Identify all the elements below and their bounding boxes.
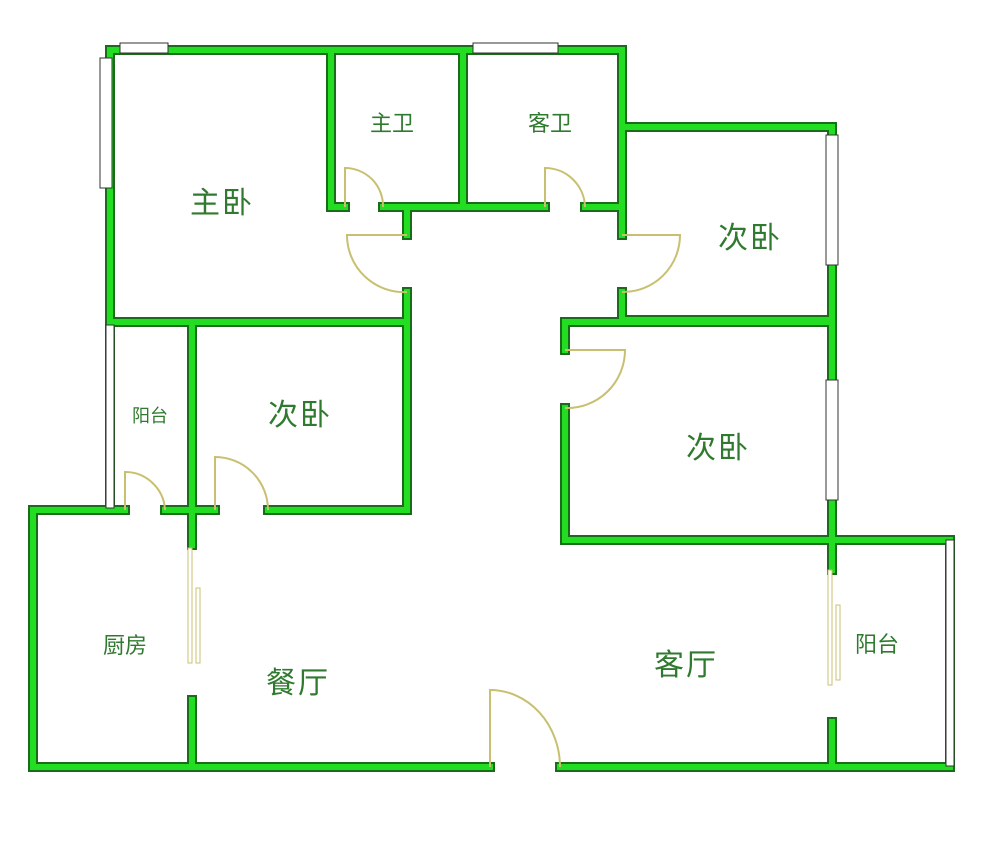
room-master-bath: 主卫: [369, 112, 415, 137]
door-swing: [621, 234, 682, 294]
room-balcony-e: 阳台: [854, 633, 900, 658]
room-guest-bath: 客卫: [527, 112, 573, 137]
sliding-door: [827, 569, 833, 686]
window: [825, 379, 839, 501]
door-swing: [344, 166, 385, 208]
room-balcony-w: 阳台: [132, 406, 168, 427]
door-swing: [564, 349, 627, 410]
balcony-railing: [945, 539, 955, 767]
door-swing: [544, 166, 586, 208]
sliding-door: [835, 604, 841, 681]
room-bedroom-w: 次卧: [268, 398, 332, 433]
sliding-door: [187, 547, 193, 664]
door-swing: [124, 470, 166, 511]
window: [119, 42, 169, 54]
balcony-railing: [105, 324, 115, 509]
window: [472, 42, 559, 54]
door-swing: [489, 688, 561, 768]
window: [99, 57, 113, 189]
room-living: 客厅: [654, 648, 718, 683]
room-master-bedroom: 主卧: [190, 186, 254, 221]
door-swing: [214, 455, 269, 511]
room-dining: 餐厅: [266, 666, 330, 701]
window: [825, 134, 839, 266]
sliding-door: [195, 587, 201, 664]
room-bedroom-e: 次卧: [686, 431, 750, 466]
room-bedroom-ne: 次卧: [718, 221, 782, 256]
room-kitchen: 厨房: [102, 634, 148, 659]
door-swing: [345, 234, 408, 294]
